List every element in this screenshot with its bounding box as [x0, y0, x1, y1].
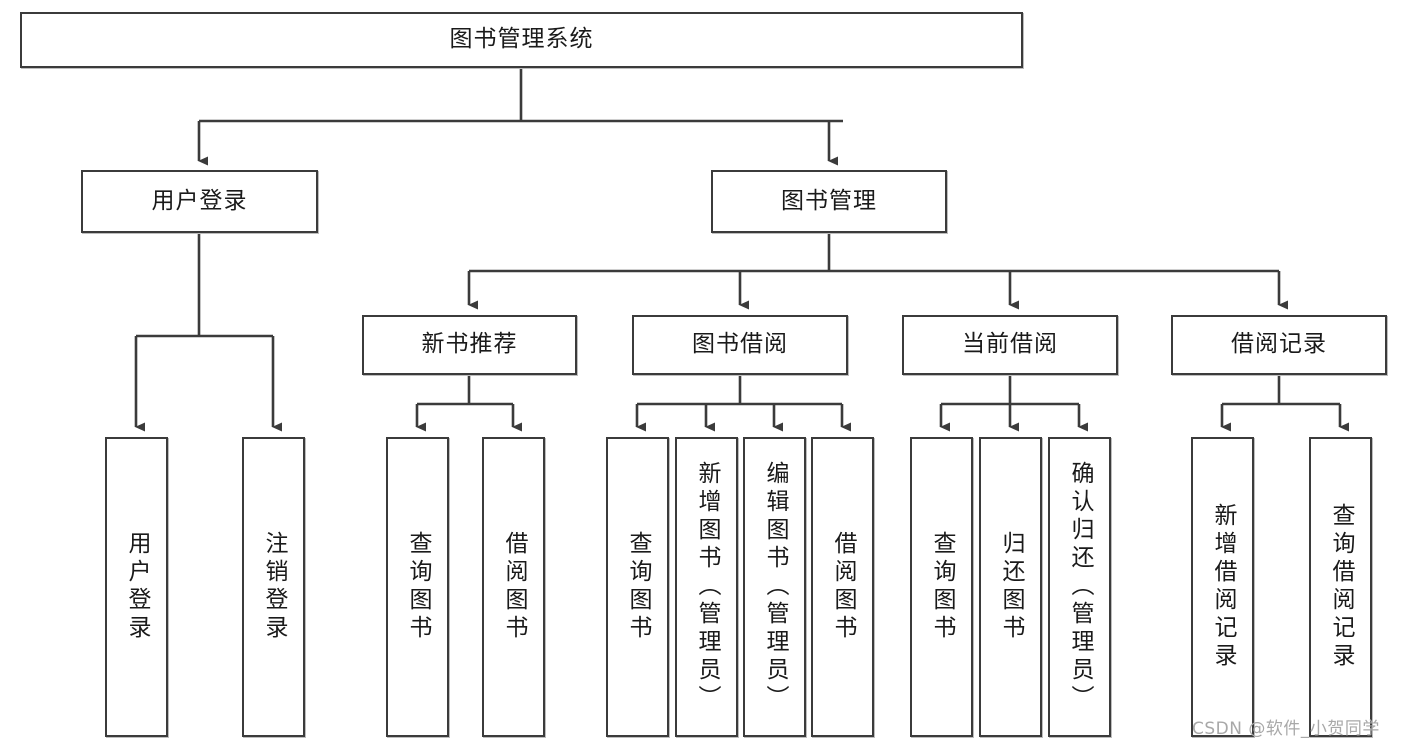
- leaf-user-login-signout[interactable]: 注销登录: [242, 437, 305, 737]
- node-book-management[interactable]: 图书管理: [711, 170, 947, 233]
- node-borrow-record-label: 借阅记录: [1231, 331, 1327, 358]
- leaf-current-return-book-label: 归还图书: [998, 531, 1024, 643]
- leaf-newbook-query-book-label: 查询图书: [405, 531, 431, 643]
- node-user-login-label: 用户登录: [151, 187, 248, 214]
- leaf-current-confirm-return[interactable]: 确认归还（管理员）: [1048, 437, 1111, 737]
- leaf-newbook-query-book[interactable]: 查询图书: [386, 437, 449, 737]
- leaf-record-query-record-label: 查询借阅记录: [1328, 503, 1354, 671]
- leaf-user-login-signin[interactable]: 用户登录: [105, 437, 168, 737]
- node-book-borrow-label: 图书借阅: [692, 331, 788, 358]
- leaf-user-login-signin-label: 用户登录: [124, 531, 150, 643]
- node-root-system[interactable]: 图书管理系统: [20, 12, 1023, 68]
- leaf-borrow-add-book-label: 新增图书（管理员）: [694, 461, 720, 713]
- node-user-login[interactable]: 用户登录: [81, 170, 318, 233]
- node-root-system-label: 图书管理系统: [449, 26, 594, 53]
- node-current-borrow[interactable]: 当前借阅: [902, 315, 1118, 375]
- node-book-management-label: 图书管理: [781, 187, 877, 214]
- leaf-current-return-book[interactable]: 归还图书: [979, 437, 1042, 737]
- leaf-borrow-edit-book-label: 编辑图书（管理员）: [762, 461, 788, 713]
- node-current-borrow-label: 当前借阅: [962, 331, 1058, 358]
- leaf-user-login-signout-label: 注销登录: [261, 531, 287, 643]
- leaf-borrow-query-book[interactable]: 查询图书: [606, 437, 669, 737]
- leaf-newbook-borrow-book[interactable]: 借阅图书: [482, 437, 545, 737]
- leaf-record-add-record-label: 新增借阅记录: [1210, 503, 1236, 671]
- leaf-borrow-add-book[interactable]: 新增图书（管理员）: [675, 437, 738, 737]
- node-borrow-record[interactable]: 借阅记录: [1171, 315, 1387, 375]
- leaf-record-add-record[interactable]: 新增借阅记录: [1191, 437, 1254, 737]
- node-book-borrow[interactable]: 图书借阅: [632, 315, 848, 375]
- leaf-record-query-record[interactable]: 查询借阅记录: [1309, 437, 1372, 737]
- watermark-text: CSDN @软件_小贺同学: [1192, 719, 1380, 739]
- leaf-current-confirm-return-label: 确认归还（管理员）: [1067, 461, 1093, 713]
- node-new-book-recommend[interactable]: 新书推荐: [362, 315, 577, 375]
- leaf-borrow-lend-book[interactable]: 借阅图书: [811, 437, 874, 737]
- leaf-current-query-book-label: 查询图书: [929, 531, 955, 643]
- leaf-current-query-book[interactable]: 查询图书: [910, 437, 973, 737]
- leaf-borrow-query-book-label: 查询图书: [625, 531, 651, 643]
- leaf-borrow-lend-book-label: 借阅图书: [830, 531, 856, 643]
- node-new-book-recommend-label: 新书推荐: [421, 331, 518, 358]
- leaf-borrow-edit-book[interactable]: 编辑图书（管理员）: [743, 437, 806, 737]
- leaf-newbook-borrow-book-label: 借阅图书: [501, 531, 527, 643]
